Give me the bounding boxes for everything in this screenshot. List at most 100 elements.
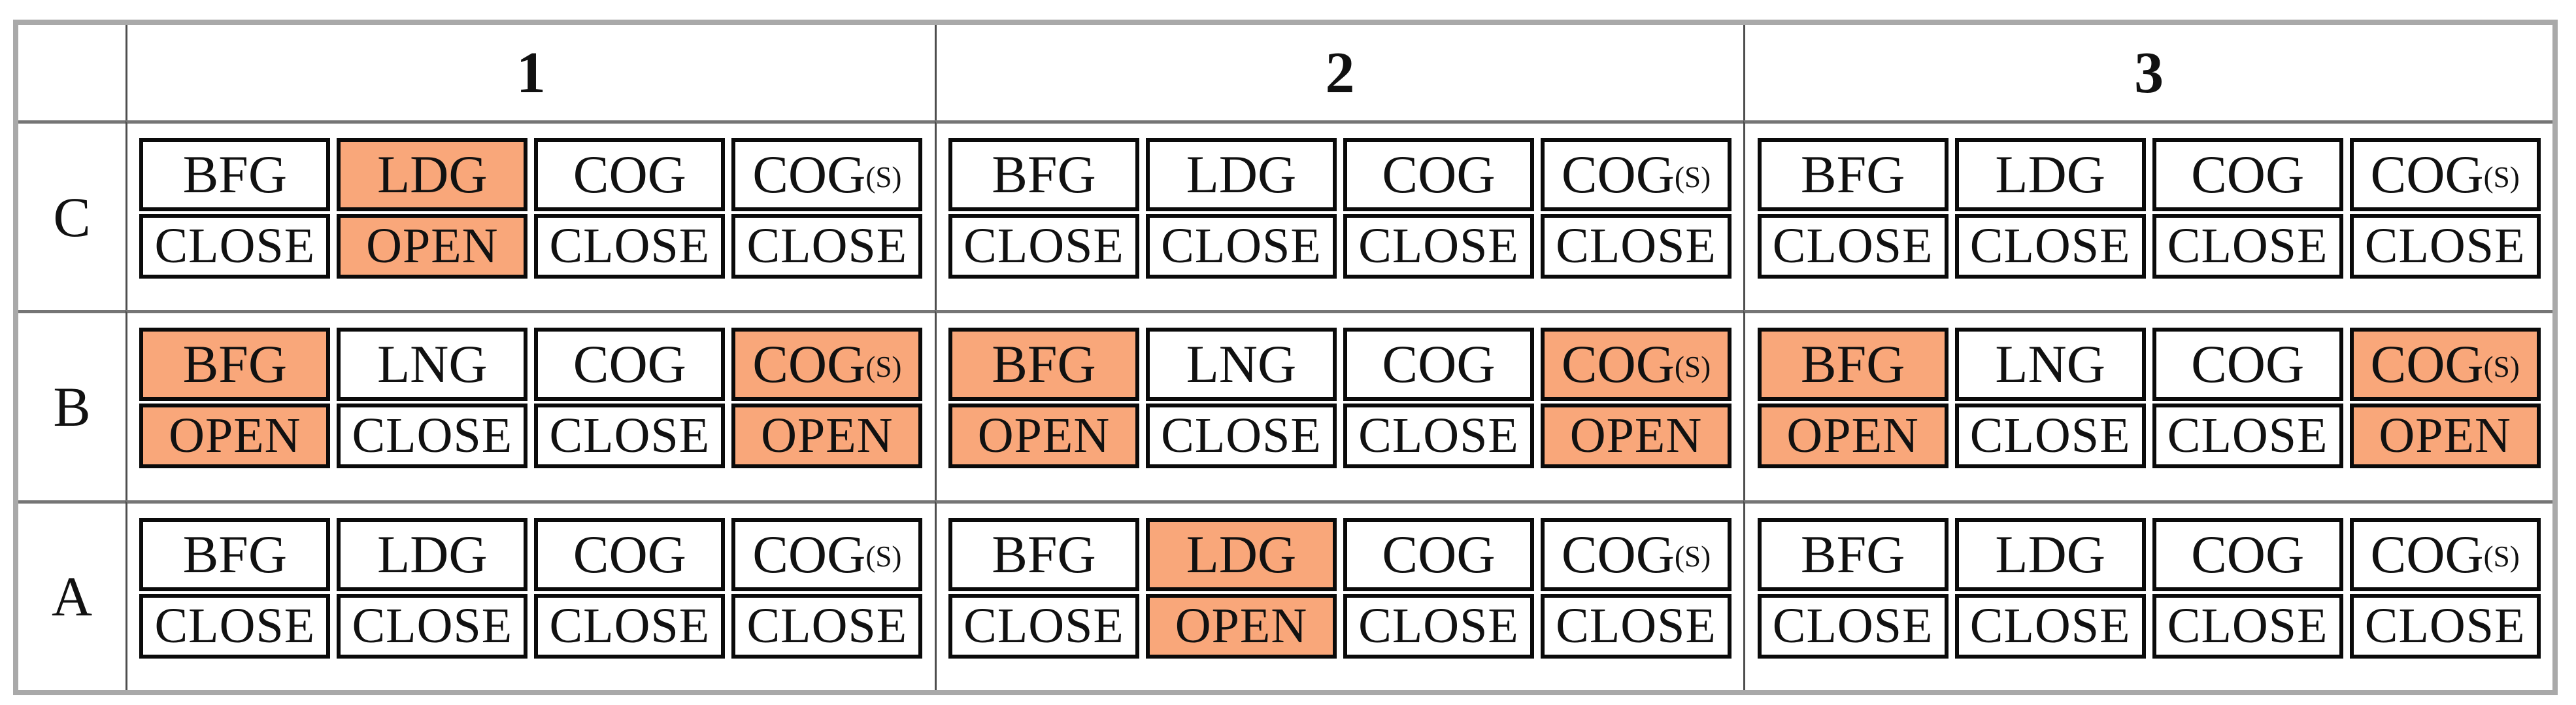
gas-label: COG(S) [1540, 328, 1731, 402]
gas-label: BFG [139, 328, 331, 402]
gas-suffix: (S) [865, 160, 902, 194]
toggle-cog-s: COG(S)CLOSE [1540, 138, 1731, 279]
state-label: CLOSE [1343, 404, 1534, 469]
gas-label: LDG [1145, 138, 1337, 212]
toggle-cog-s: COG(S)CLOSE [731, 138, 923, 279]
state-label: CLOSE [2349, 214, 2541, 279]
gas-label: LDG [337, 138, 528, 212]
gas-label: COG [2152, 517, 2343, 591]
toggle-cog-s: COG(S)CLOSE [2349, 517, 2541, 659]
state-label: CLOSE [731, 593, 923, 659]
gas-label: COG(S) [2349, 517, 2541, 591]
gas-label: COG(S) [1540, 517, 1731, 591]
toggle-cog-s: COG(S)CLOSE [2349, 138, 2541, 279]
row-label-c: C [18, 120, 125, 310]
state-label: CLOSE [1145, 404, 1337, 469]
state-label: CLOSE [1954, 593, 2146, 659]
gas-label: COG [534, 328, 726, 402]
gas-label: BFG [139, 138, 331, 212]
gas-suffix: (S) [865, 540, 902, 574]
gas-label: COG [534, 517, 726, 591]
gas-suffix: (S) [2483, 540, 2520, 574]
state-label: CLOSE [534, 404, 726, 469]
row-label-a: A [18, 500, 125, 690]
gas-label: COG [1343, 328, 1534, 402]
gas-label: COG [534, 138, 726, 212]
column-header-2: 2 [934, 25, 1744, 120]
state-label: CLOSE [1343, 593, 1534, 659]
state-label: CLOSE [948, 214, 1139, 279]
toggle-cog-s: COG(S)CLOSE [731, 517, 923, 659]
gas-label: BFG [948, 328, 1139, 402]
toggle-cog-s: COG(S)CLOSE [1540, 517, 1731, 659]
state-label: OPEN [731, 404, 923, 469]
gas-label: BFG [948, 138, 1139, 212]
state-label: CLOSE [1954, 214, 2146, 279]
state-label: CLOSE [948, 593, 1139, 659]
state-label: CLOSE [1343, 214, 1534, 279]
state-label: CLOSE [1540, 593, 1731, 659]
gas-suffix: (S) [1674, 160, 1711, 194]
gas-label: BFG [1757, 517, 1949, 591]
state-label: CLOSE [1954, 404, 2146, 469]
gas-label: LNG [1145, 328, 1337, 402]
gas-label: BFG [948, 517, 1139, 591]
gas-suffix: (S) [2483, 160, 2520, 194]
toggle-cog-s: COG(S)OPEN [1540, 328, 1731, 469]
state-label: CLOSE [2152, 593, 2343, 659]
gas-label: COG [1343, 138, 1534, 212]
gas-suffix: (S) [865, 351, 902, 384]
state-label: CLOSE [139, 593, 331, 659]
gas-label: COG(S) [2349, 328, 2541, 402]
gas-label: LDG [1145, 517, 1337, 591]
state-label: CLOSE [1757, 214, 1949, 279]
state-label: OPEN [1757, 404, 1949, 469]
column-header-3: 3 [1743, 25, 2552, 120]
state-label: CLOSE [2152, 214, 2343, 279]
state-label: OPEN [948, 404, 1139, 469]
state-label: CLOSE [2349, 593, 2541, 659]
gas-label: LDG [1954, 517, 2146, 591]
gas-label: BFG [1757, 328, 1949, 402]
gas-label: COG(S) [2349, 138, 2541, 212]
corner-cell [18, 25, 125, 120]
state-label: CLOSE [337, 593, 528, 659]
state-label: CLOSE [1540, 214, 1731, 279]
row-label-b: B [18, 310, 125, 500]
gas-label: COG(S) [731, 138, 923, 212]
state-label: CLOSE [337, 404, 528, 469]
state-label: CLOSE [1145, 214, 1337, 279]
gas-label: BFG [139, 517, 331, 591]
gas-suffix: (S) [1674, 540, 1711, 574]
state-label: CLOSE [731, 214, 923, 279]
gas-suffix: (S) [1674, 351, 1711, 384]
gas-label: COG [2152, 138, 2343, 212]
state-label: CLOSE [534, 593, 726, 659]
gas-label: COG(S) [731, 328, 923, 402]
gas-label: BFG [1757, 138, 1949, 212]
